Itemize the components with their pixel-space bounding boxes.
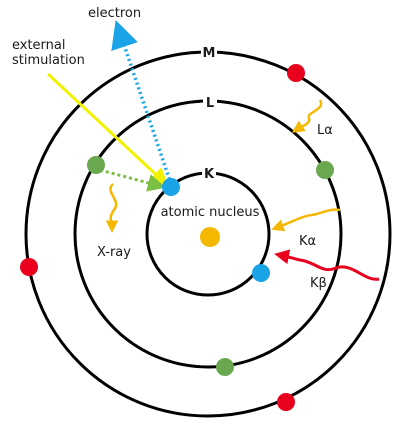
shell-k-label: K bbox=[204, 167, 215, 182]
ejection-arrow bbox=[111, 20, 173, 185]
shell-l-label-bg bbox=[203, 93, 217, 111]
electron-m-top bbox=[287, 64, 305, 82]
shell-l-label: L bbox=[206, 96, 214, 111]
k-beta-label: Kβ bbox=[310, 276, 327, 291]
electron-l-bottom bbox=[216, 358, 234, 376]
k-beta-arrow bbox=[274, 249, 380, 281]
electron-m-left bbox=[20, 258, 38, 276]
l-alpha-arrow bbox=[291, 99, 323, 133]
electron-k bbox=[252, 264, 270, 282]
k-alpha-arrow bbox=[271, 208, 341, 232]
transition-arrow bbox=[99, 168, 166, 192]
electron-k-ejected bbox=[162, 178, 180, 196]
shell-k-label-bg bbox=[202, 164, 216, 182]
external-label-line1: external bbox=[12, 38, 66, 53]
shell-m-label: M bbox=[203, 46, 216, 61]
shell-m-label-bg bbox=[201, 43, 217, 61]
nucleus-label: atomic nucleus bbox=[161, 205, 260, 220]
stimulation-arrow bbox=[46, 72, 169, 187]
electron-l-left bbox=[87, 156, 105, 174]
k-alpha-label: Kα bbox=[299, 234, 316, 249]
electron-label: electron bbox=[88, 6, 141, 21]
l-alpha-label: Lα bbox=[317, 123, 333, 138]
electron-l-right bbox=[316, 161, 334, 179]
external-label-line2: stimulation bbox=[12, 53, 85, 68]
xray-arrow bbox=[105, 183, 119, 233]
nucleus bbox=[200, 227, 220, 247]
xray-label: X-ray bbox=[97, 245, 131, 260]
electron-m-bottom bbox=[277, 393, 295, 411]
